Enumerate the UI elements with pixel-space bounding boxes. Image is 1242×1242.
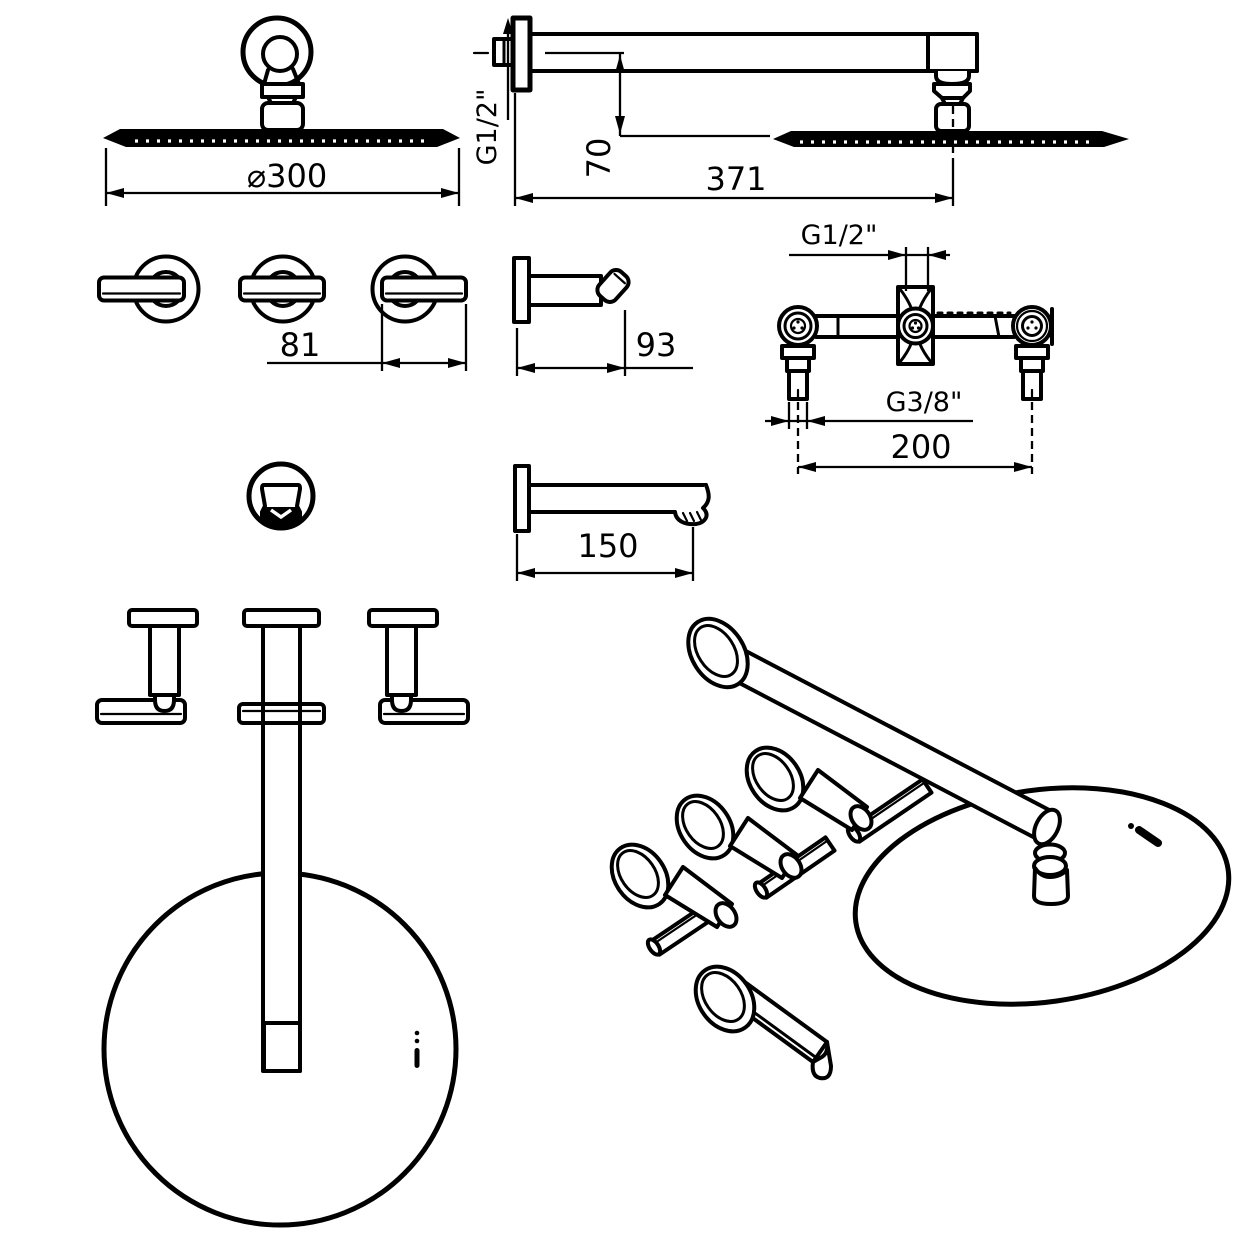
handle-body — [527, 274, 603, 307]
set-perspective-view — [609, 616, 1232, 1081]
dim-thread-g12: G1/2" — [472, 18, 513, 165]
dim-label-g12-valve: G1/2" — [801, 220, 878, 251]
brand-mark-3d — [1128, 823, 1162, 847]
dim-label-200: 200 — [890, 428, 951, 466]
valve-right — [1011, 305, 1054, 401]
dim-diameter-300: ⌀300 — [104, 148, 461, 206]
arm-top — [237, 608, 326, 1073]
arm-end — [262, 1021, 302, 1073]
dim-thread-g12-valve: G1/2" — [789, 220, 950, 291]
valve-center — [896, 285, 935, 366]
dim-label-93: 93 — [636, 326, 677, 364]
dim-spacing-200: 200 — [796, 402, 1034, 474]
spout-3d — [693, 964, 833, 1081]
dim-label-150: 150 — [577, 527, 638, 565]
shower-arm-3d — [686, 616, 1070, 906]
valve-body-front-view: G1/2" G3/8" 200 — [765, 220, 1054, 474]
handle-front-left — [97, 254, 201, 324]
dim-label-diameter: ⌀300 — [247, 157, 327, 195]
handle-side-view: 93 — [512, 256, 693, 376]
spout-flange-3d — [693, 964, 757, 1034]
handle-3d-1 — [744, 745, 934, 844]
dim-drop-70: 70 — [545, 51, 770, 179]
handle-3d-2 — [674, 793, 837, 900]
dim-label-g38: G3/8" — [886, 387, 963, 418]
wall-plate — [512, 256, 531, 324]
dim-label-g12-arm: G1/2" — [472, 89, 503, 166]
spout-side-view: 150 — [513, 464, 711, 581]
handles-front-view: 81 — [97, 254, 468, 371]
dim-length-371: 371 — [513, 93, 955, 206]
arm-end-cap — [1032, 807, 1062, 847]
wall-plate — [513, 464, 531, 533]
dim-label-81: 81 — [280, 326, 321, 364]
valve-left — [777, 305, 819, 401]
lever-knob — [595, 268, 631, 304]
spout-tip-3d — [810, 1040, 833, 1081]
shower-arm-side-view: G1/2" 70 371 — [472, 15, 1129, 206]
dim-length-150: 150 — [515, 527, 695, 581]
shower-plate — [773, 131, 1129, 147]
ceiling-flange — [242, 608, 321, 628]
connector-cylinder — [1032, 866, 1070, 906]
arm-flange-3d — [686, 616, 750, 690]
arm-collar — [237, 702, 326, 725]
wall-flange — [510, 15, 533, 93]
dim-label-70: 70 — [580, 138, 618, 179]
spout-front-view — [246, 461, 316, 531]
handle-top-right — [367, 608, 470, 725]
connector-nut — [932, 82, 972, 100]
handle-3d-3 — [609, 842, 739, 957]
set-top-view — [95, 608, 470, 1228]
dim-label-371: 371 — [705, 160, 766, 198]
brand-mark — [414, 1030, 420, 1068]
handle-top-left — [95, 608, 199, 725]
overhead-shower-side-view: ⌀300 — [103, 15, 461, 206]
handle-front-center — [238, 254, 326, 324]
shower-plate — [103, 129, 460, 147]
dim-lever-81: 81 — [267, 304, 468, 371]
handle-front-right — [370, 254, 468, 324]
dim-thread-g38: G3/8" — [765, 387, 973, 429]
dim-depth-93: 93 — [515, 310, 693, 376]
